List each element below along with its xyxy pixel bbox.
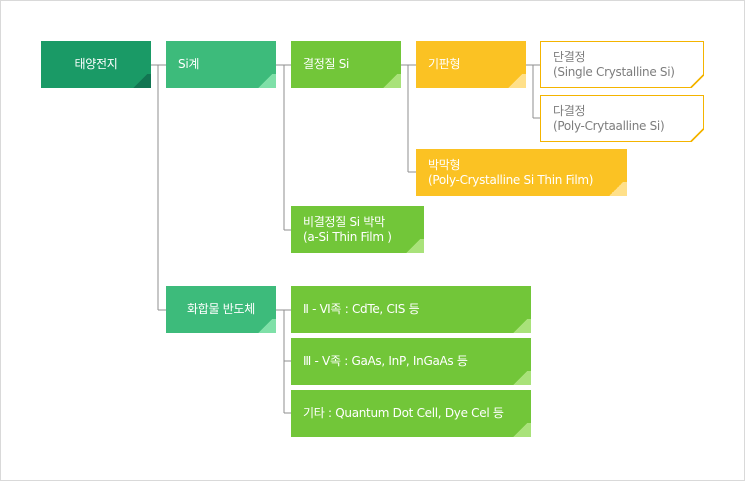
node-others-label: 기타 : Quantum Dot Cell, Dye Cel 등: [303, 406, 504, 420]
node-solar-cell: 태양전지: [41, 41, 151, 88]
node-solar-cell-label: 태양전지: [74, 57, 118, 71]
node-thin-film-type-line2: (Poly-Crystalline Si Thin Film): [428, 172, 594, 187]
node-single-crystal-line1: 단결정: [553, 49, 586, 64]
node-compound-semiconductor: 화합물 반도체: [166, 286, 276, 333]
node-ii-vi-group-label: Ⅱ - Ⅵ족 : CdTe, CIS 등: [303, 302, 420, 316]
node-poly-crystal-line2: (Poly-Crytaalline Si): [553, 118, 665, 133]
node-iii-v-group-label: Ⅲ - Ⅴ족 : GaAs, InP, InGaAs 등: [303, 354, 468, 368]
node-ii-vi-group: Ⅱ - Ⅵ족 : CdTe, CIS 등: [291, 286, 531, 333]
node-compound-semiconductor-label: 화합물 반도체: [187, 302, 255, 316]
fold-corner: [690, 74, 704, 88]
node-amorphous-si-line1: 비결정질 Si 박막: [303, 214, 385, 229]
fold-corner: [129, 74, 151, 88]
node-crystalline-si-label: 결정질 Si: [303, 57, 350, 71]
fold-corner: [254, 74, 276, 88]
node-single-crystal-line2: (Single Crystalline Si): [553, 64, 675, 79]
node-crystalline-si: 결정질 Si: [291, 41, 401, 88]
node-substrate-type-label: 기판형: [428, 57, 461, 71]
fold-corner: [509, 371, 531, 385]
fold-corner: [509, 319, 531, 333]
node-amorphous-si: 비결정질 Si 박막 (a-Si Thin Film ): [291, 206, 424, 253]
fold-corner: [379, 74, 401, 88]
node-others: 기타 : Quantum Dot Cell, Dye Cel 등: [291, 390, 531, 437]
fold-corner: [509, 423, 531, 437]
fold-corner: [605, 182, 627, 196]
node-si-based-label: Si계: [178, 57, 200, 71]
node-poly-crystal: 다결정 (Poly-Crytaalline Si): [540, 95, 704, 142]
node-si-based: Si계: [166, 41, 276, 88]
node-single-crystal: 단결정 (Single Crystalline Si): [540, 41, 704, 88]
fold-corner: [504, 74, 526, 88]
node-thin-film-type: 박막형 (Poly-Crystalline Si Thin Film): [416, 149, 627, 196]
node-thin-film-type-line1: 박막형: [428, 157, 461, 172]
fold-corner: [254, 319, 276, 333]
fold-corner: [690, 128, 704, 142]
fold-corner: [402, 239, 424, 253]
node-amorphous-si-line2: (a-Si Thin Film ): [303, 229, 392, 244]
node-substrate-type: 기판형: [416, 41, 526, 88]
node-iii-v-group: Ⅲ - Ⅴ족 : GaAs, InP, InGaAs 등: [291, 338, 531, 385]
node-poly-crystal-line1: 다결정: [553, 103, 586, 118]
